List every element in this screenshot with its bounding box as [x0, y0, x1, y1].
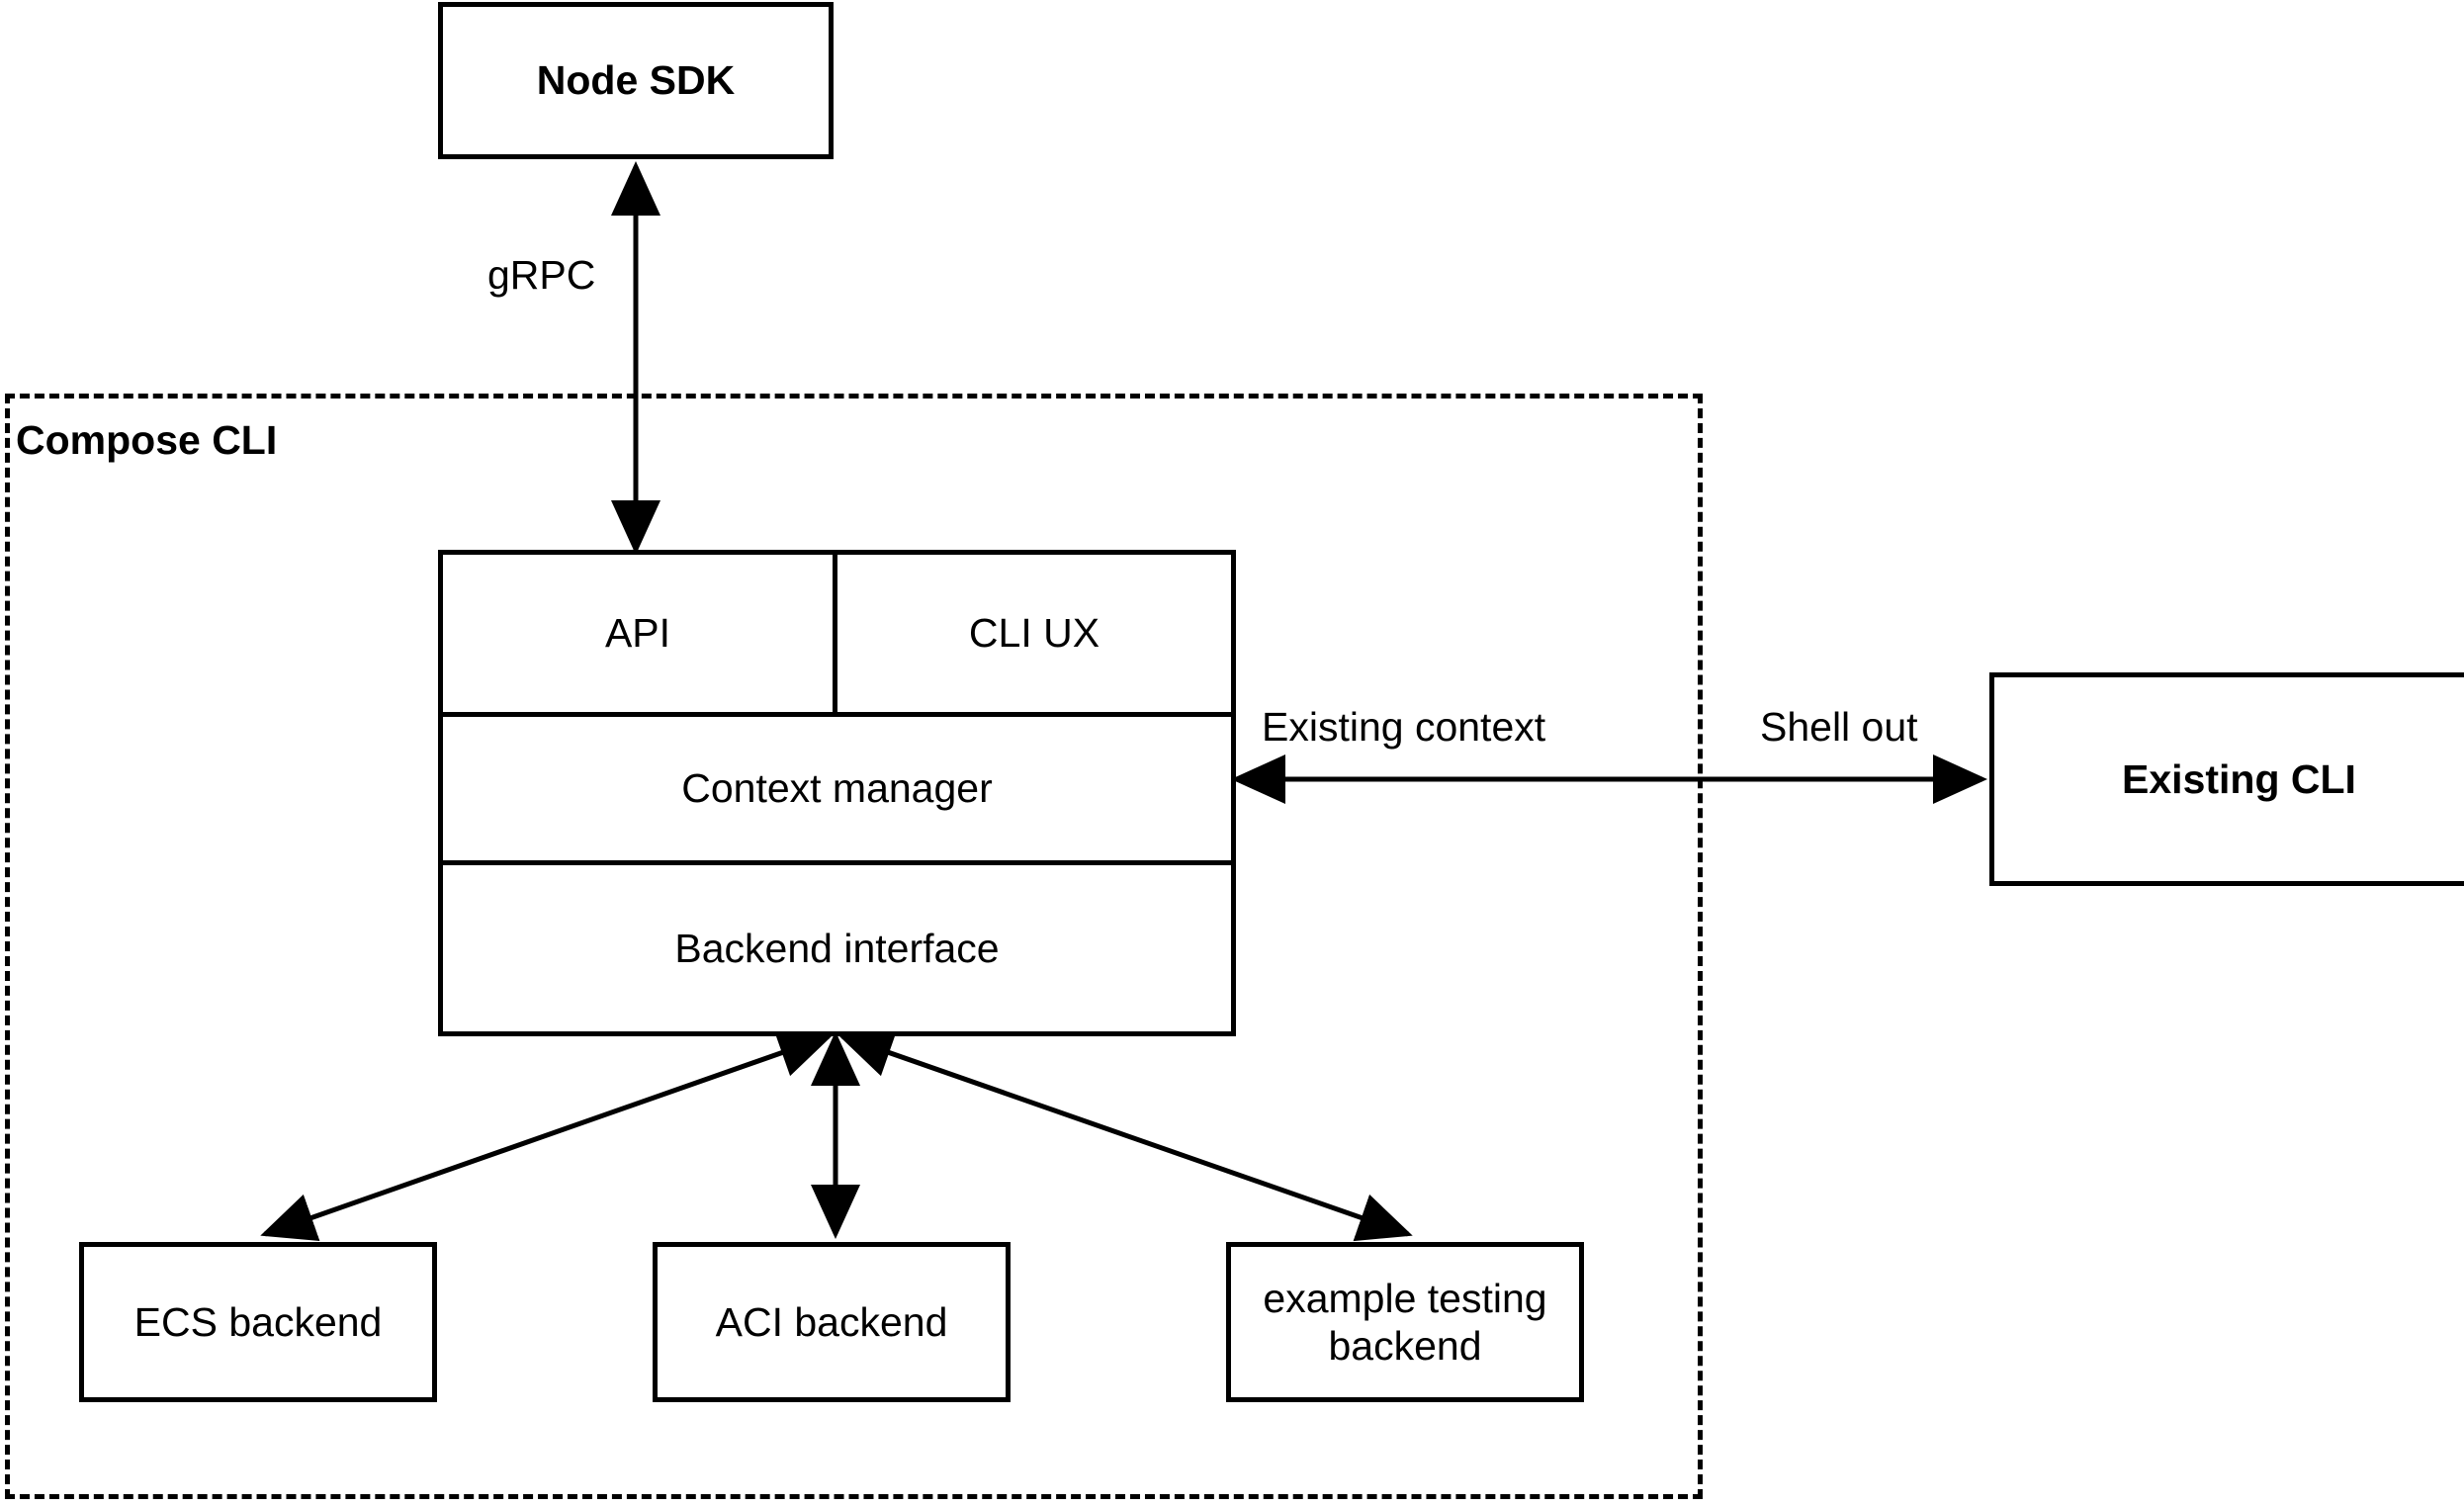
- stack-cell-backend-interface[interactable]: Backend interface: [443, 865, 1231, 1031]
- aci-backend-label: ACI backend: [715, 1298, 948, 1345]
- context-manager-label: Context manager: [681, 765, 993, 812]
- api-label: API: [604, 610, 671, 657]
- example-testing-backend-label: example testing backend: [1263, 1275, 1547, 1369]
- compose-cli-group: [5, 394, 1703, 1499]
- stack-row-context-manager: Context manager: [443, 712, 1231, 860]
- edge-label-shell-out: Shell out: [1756, 707, 1922, 748]
- existing-cli-label: Existing CLI: [2122, 755, 2356, 802]
- compose-cli-group-label: Compose CLI: [16, 417, 278, 463]
- ecs-backend-box[interactable]: ECS backend: [79, 1242, 437, 1402]
- stack-cell-cli-ux[interactable]: CLI UX: [833, 555, 1231, 712]
- stack-row-api-cliux: API CLI UX: [443, 555, 1231, 712]
- node-sdk-box[interactable]: Node SDK: [438, 2, 834, 159]
- compose-cli-stack: API CLI UX Context manager Backend inter…: [438, 550, 1236, 1036]
- aci-backend-box[interactable]: ACI backend: [653, 1242, 1011, 1402]
- edge-label-grpc: gRPC: [484, 255, 600, 296]
- example-testing-backend-box[interactable]: example testing backend: [1226, 1242, 1584, 1402]
- stack-row-backend-interface: Backend interface: [443, 860, 1231, 1031]
- stack-cell-api[interactable]: API: [443, 555, 833, 712]
- backend-interface-label: Backend interface: [674, 925, 1000, 971]
- ecs-backend-label: ECS backend: [133, 1298, 383, 1345]
- edge-label-existing-context: Existing context: [1258, 707, 1550, 748]
- cli-ux-label: CLI UX: [968, 610, 1100, 657]
- node-sdk-label: Node SDK: [536, 57, 736, 104]
- stack-cell-context-manager[interactable]: Context manager: [443, 717, 1231, 860]
- existing-cli-box[interactable]: Existing CLI: [1989, 672, 2464, 886]
